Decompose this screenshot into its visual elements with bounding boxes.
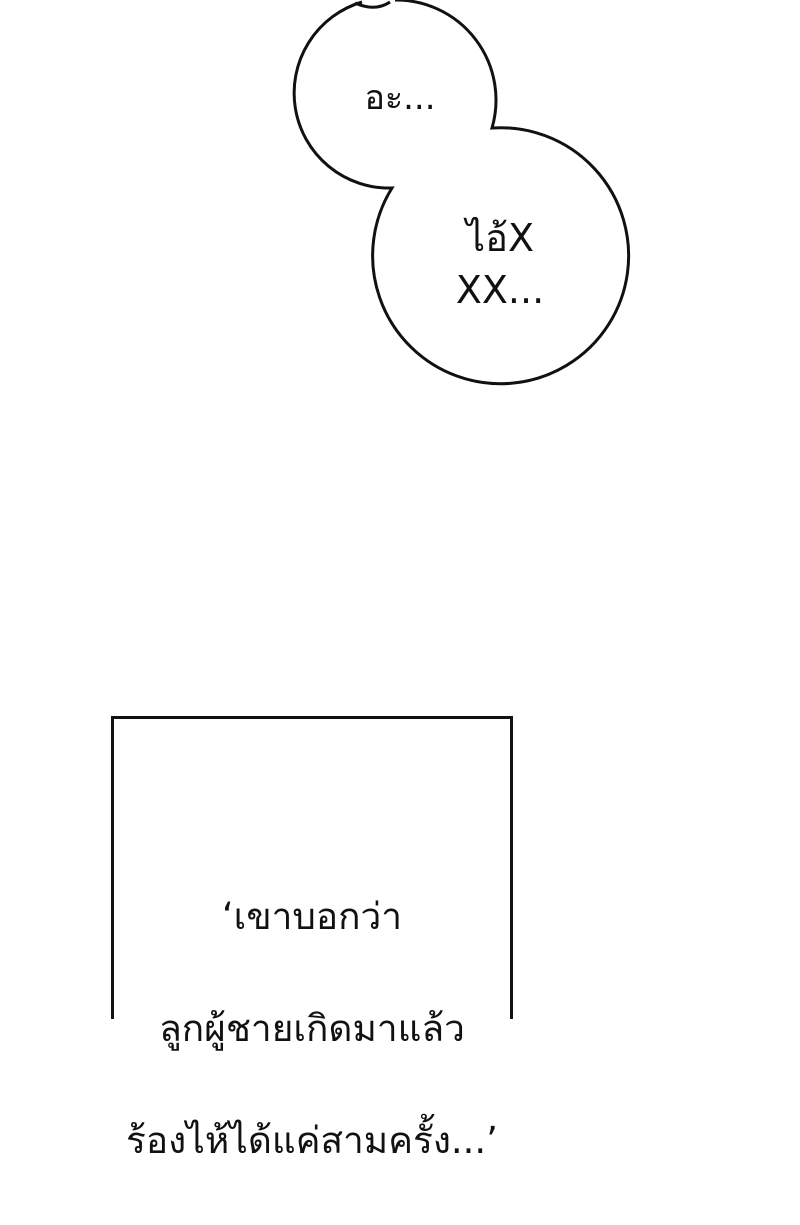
caption-line1: ‘เขาบอกว่า [221, 895, 403, 938]
caption-line2: ลูกผู้ชายเกิดมาแล้ว [159, 1007, 465, 1050]
speech-bubble-shapes [292, 0, 631, 386]
speech-bubble-large: ไอ้X XX... [420, 212, 580, 316]
bubble-text-line2: XX... [455, 268, 545, 312]
caption-line3: ร้องไห้ได้แค่สามครั้ง...’ [126, 1119, 498, 1162]
speech-bubble-small: อะ... [330, 70, 470, 124]
bubble-text: อะ... [364, 78, 436, 118]
narration-text: ‘เขาบอกว่า ลูกผู้ชายเกิดมาแล้ว ร้องไห้ได… [114, 833, 510, 1225]
bubble-text-line1: ไอ้X [466, 216, 534, 260]
narration-caption-box: ‘เขาบอกว่า ลูกผู้ชายเกิดมาแล้ว ร้องไห้ได… [111, 716, 513, 1162]
